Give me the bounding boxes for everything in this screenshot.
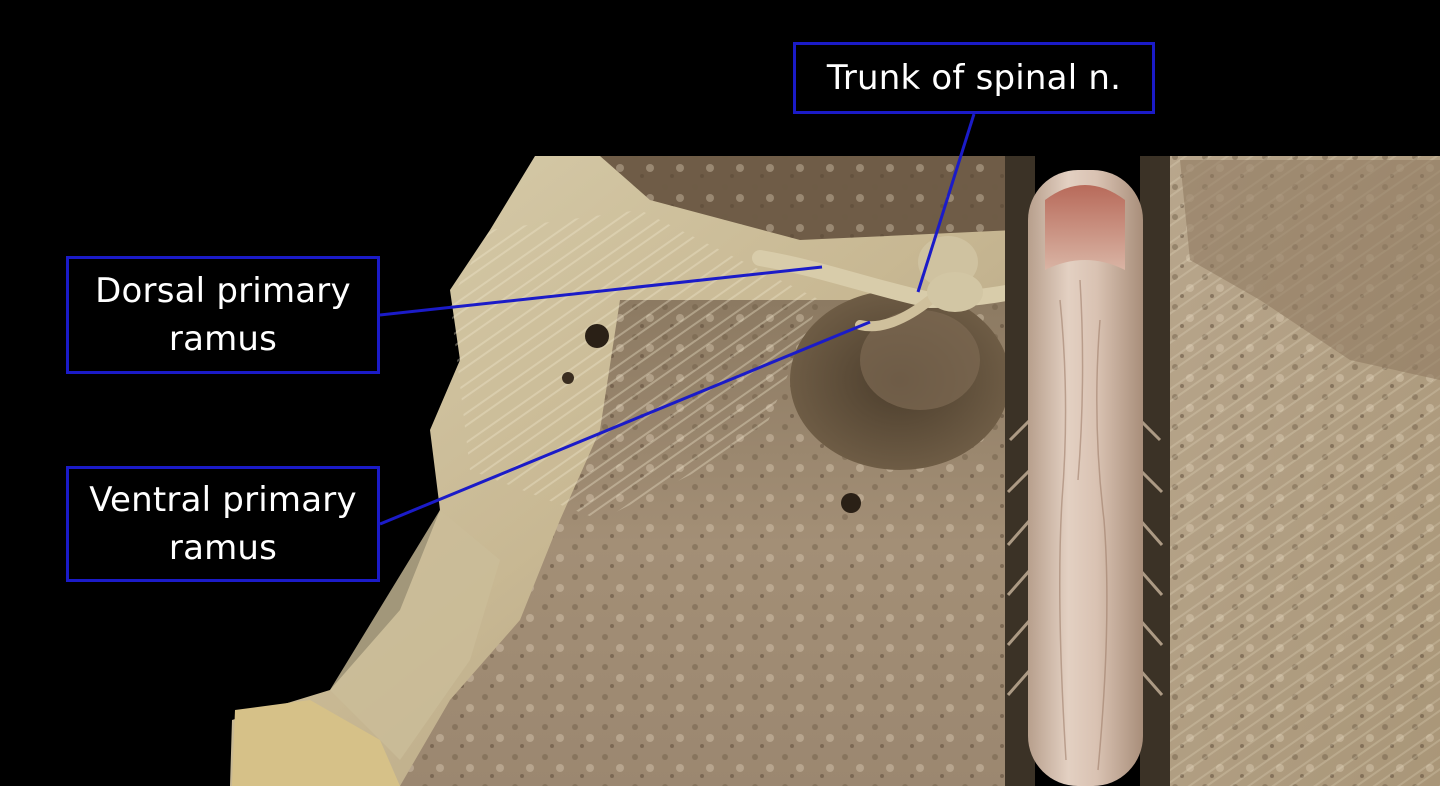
label-dorsal-line1: Dorsal primary	[95, 271, 351, 311]
label-trunk-of-spinal-nerve: Trunk of spinal n.	[793, 42, 1155, 114]
label-dorsal-line2: ramus	[168, 319, 278, 359]
label-trunk-line1: Trunk of spinal n.	[826, 58, 1122, 98]
label-ventral-line1: Ventral primary	[89, 480, 357, 520]
label-ventral-line2: ramus	[168, 528, 278, 568]
label-dorsal-primary-ramus: Dorsal primary ramus	[66, 256, 380, 374]
label-ventral-primary-ramus: Ventral primary ramus	[66, 466, 380, 582]
